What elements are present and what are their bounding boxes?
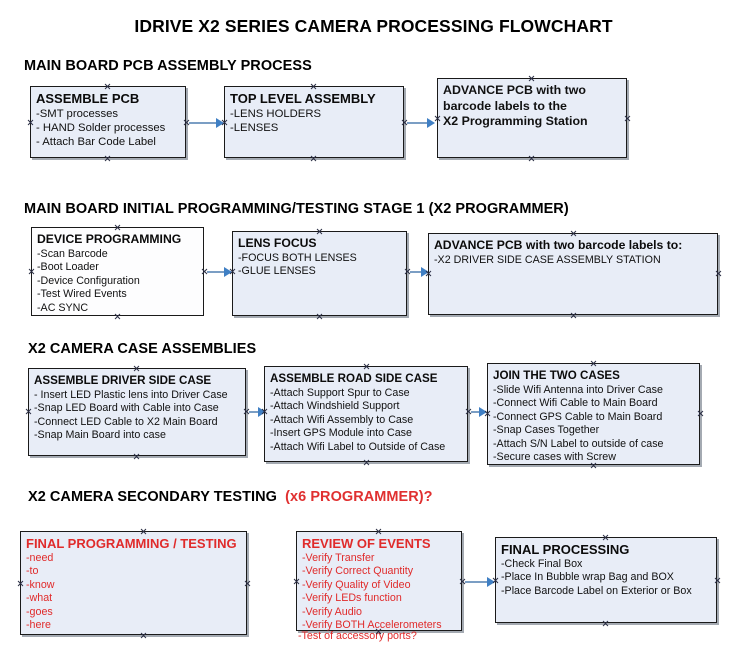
box-line: ADVANCE PCB with two (443, 83, 586, 97)
box-line: -LENS HOLDERS (230, 108, 322, 120)
box-line: -to (26, 565, 39, 578)
arrow-connector (410, 271, 425, 273)
box-title: FINAL PROGRAMMING / TESTING (26, 536, 237, 551)
box-line: -Snap Main Board into case (34, 429, 166, 442)
box-line: -here (26, 619, 51, 632)
box-title: ASSEMBLE ROAD SIDE CASE (270, 372, 438, 385)
section-heading-pcb-assembly: MAIN BOARD PCB ASSEMBLY PROCESS (24, 58, 312, 74)
flow-box-assemble-pcb[interactable]: ASSEMBLE PCB -SMT processes - HAND Solde… (30, 86, 186, 158)
box-line: -Snap Cases Together (493, 424, 600, 437)
box-line: barcode labels to the (443, 98, 567, 113)
box-line: -Boot Loader (37, 261, 99, 274)
section-heading-case-assemblies: X2 CAMERA CASE ASSEMBLIES (28, 341, 256, 357)
box-line: -Check Final Box (501, 558, 583, 570)
box-title: REVIEW OF EVENTS (302, 536, 431, 551)
arrow-head-icon (224, 267, 232, 277)
box-line: -Verify Audio (302, 605, 363, 618)
flow-box-top-level-assembly[interactable]: TOP LEVEL ASSEMBLY -LENS HOLDERS -LENSES (224, 86, 404, 158)
box-line: -Verify Correct Quantity (302, 565, 414, 578)
box-line: -GLUE LENSES (238, 265, 316, 278)
box-line: -Attach Support Spur to Case (270, 387, 410, 399)
box-line: -Device Configuration (37, 274, 140, 287)
flow-box-final-processing[interactable]: FINAL PROCESSING -Check Final Box -Place… (495, 537, 717, 623)
arrow-head-icon (216, 118, 224, 128)
flow-box-final-programming-testing[interactable]: FINAL PROGRAMMING / TESTING -need -to -k… (20, 531, 247, 635)
box-overflow-line: -Test of accessory ports? (298, 630, 417, 642)
flow-box-join-the-two-cases[interactable]: JOIN THE TWO CASES -Slide Wifi Antenna i… (487, 363, 700, 465)
box-line: - Attach Bar Code Label (36, 136, 156, 148)
box-line: -Scan Barcode (37, 248, 108, 260)
box-line: -Attach S/N Label to outside of case (493, 437, 664, 450)
box-title: LENS FOCUS (238, 236, 317, 250)
box-line: -need (26, 552, 54, 564)
box-title: JOIN THE TWO CASES (493, 369, 620, 382)
arrow-connector (471, 411, 483, 413)
box-line: -what (26, 592, 53, 605)
box-line: -Attach Wifi Label to Outside of Case (270, 440, 446, 453)
arrow-connector (249, 411, 262, 413)
box-line: -Test Wired Events (37, 288, 127, 301)
box-line: - Insert LED Plastic lens into Driver Ca… (34, 389, 228, 401)
box-line: -Attach Windshield Support (270, 400, 400, 413)
arrow-connector (465, 581, 490, 583)
arrow-head-icon (421, 267, 429, 277)
arrow-connector (407, 122, 430, 124)
box-title: FINAL PROCESSING (501, 542, 630, 557)
box-title: DEVICE PROGRAMMING (37, 232, 182, 246)
box-title: ASSEMBLE PCB (36, 91, 140, 106)
box-line: -Verify BOTH Accelerometers (302, 619, 442, 632)
box-line: -Secure cases with Screw (493, 451, 616, 464)
box-line: -Insert GPS Module into Case (270, 427, 412, 440)
arrow-connector (189, 122, 219, 124)
arrow-connector (207, 271, 227, 273)
box-line: -Place In Bubble wrap Bag and BOX (501, 571, 674, 584)
box-line: -Slide Wifi Antenna into Driver Case (493, 384, 663, 396)
arrow-head-icon (258, 407, 266, 417)
section-heading-secondary-testing: X2 CAMERA SECONDARY TESTING (x6 PROGRAMM… (28, 489, 433, 505)
section-heading-text: MAIN BOARD PCB ASSEMBLY PROCESS (24, 58, 312, 74)
box-line: -X2 DRIVER SIDE CASE ASSEMBLY STATION (434, 254, 661, 266)
box-line: -AC SYNC (37, 301, 89, 314)
flow-box-assemble-driver-side-case[interactable]: ASSEMBLE DRIVER SIDE CASE - Insert LED P… (28, 368, 246, 456)
box-line: -SMT processes (36, 108, 119, 120)
box-line: -Verify Transfer (302, 552, 375, 564)
flow-box-review-of-events[interactable]: REVIEW OF EVENTS -Verify Transfer -Verif… (296, 531, 462, 631)
box-line: -goes (26, 605, 53, 618)
box-line: -FOCUS BOTH LENSES (238, 252, 357, 264)
section-heading-red-note: (x6 PROGRAMMER)? (285, 489, 433, 505)
section-heading-text: X2 CAMERA CASE ASSEMBLIES (28, 341, 257, 357)
box-title: TOP LEVEL ASSEMBLY (230, 91, 376, 106)
arrow-head-icon (487, 577, 495, 587)
box-line: -Attach Wifi Assembly to Case (270, 413, 414, 426)
box-line: -Verify LEDs function (302, 592, 402, 605)
box-line: -Verify Quality of Video (302, 578, 411, 591)
box-line: -Place Barcode Label on Exterior or Box (501, 584, 692, 597)
box-title: ASSEMBLE DRIVER SIDE CASE (34, 374, 212, 387)
section-heading-text: X2 CAMERA SECONDARY TESTING (28, 489, 277, 505)
box-line: -Snap LED Board with Cable into Case (34, 402, 219, 415)
box-title: ADVANCE PCB with two barcode labels to: (434, 238, 683, 252)
flow-box-device-programming[interactable]: DEVICE PROGRAMMING -Scan Barcode -Boot L… (31, 227, 204, 316)
box-line: - HAND Solder processes (36, 122, 166, 134)
page-title: IDRIVE X2 SERIES CAMERA PROCESSING FLOWC… (134, 16, 613, 36)
flow-box-lens-focus[interactable]: LENS FOCUS -FOCUS BOTH LENSES -GLUE LENS… (232, 231, 407, 316)
arrow-head-icon (479, 407, 487, 417)
section-heading-text: MAIN BOARD INITIAL PROGRAMMING/TESTING S… (24, 201, 569, 217)
box-line: -Connect GPS Cable to Main Board (493, 410, 663, 423)
box-line: -Connect Wifi Cable to Main Board (493, 397, 658, 410)
box-line: -know (26, 578, 55, 591)
box-line: -LENSES (230, 122, 279, 134)
section-heading-initial-programming: MAIN BOARD INITIAL PROGRAMMING/TESTING S… (24, 201, 569, 217)
arrow-head-icon (427, 118, 435, 128)
flow-box-advance-pcb-driver-side[interactable]: ADVANCE PCB with two barcode labels to: … (428, 233, 718, 315)
flow-box-assemble-road-side-case[interactable]: ASSEMBLE ROAD SIDE CASE -Attach Support … (264, 366, 468, 462)
flow-box-advance-pcb-programming-station[interactable]: ADVANCE PCB with two barcode labels to t… (437, 78, 627, 158)
box-line: -Connect LED Cable to X2 Main Board (34, 415, 218, 428)
box-line: X2 Programming Station (443, 114, 588, 129)
